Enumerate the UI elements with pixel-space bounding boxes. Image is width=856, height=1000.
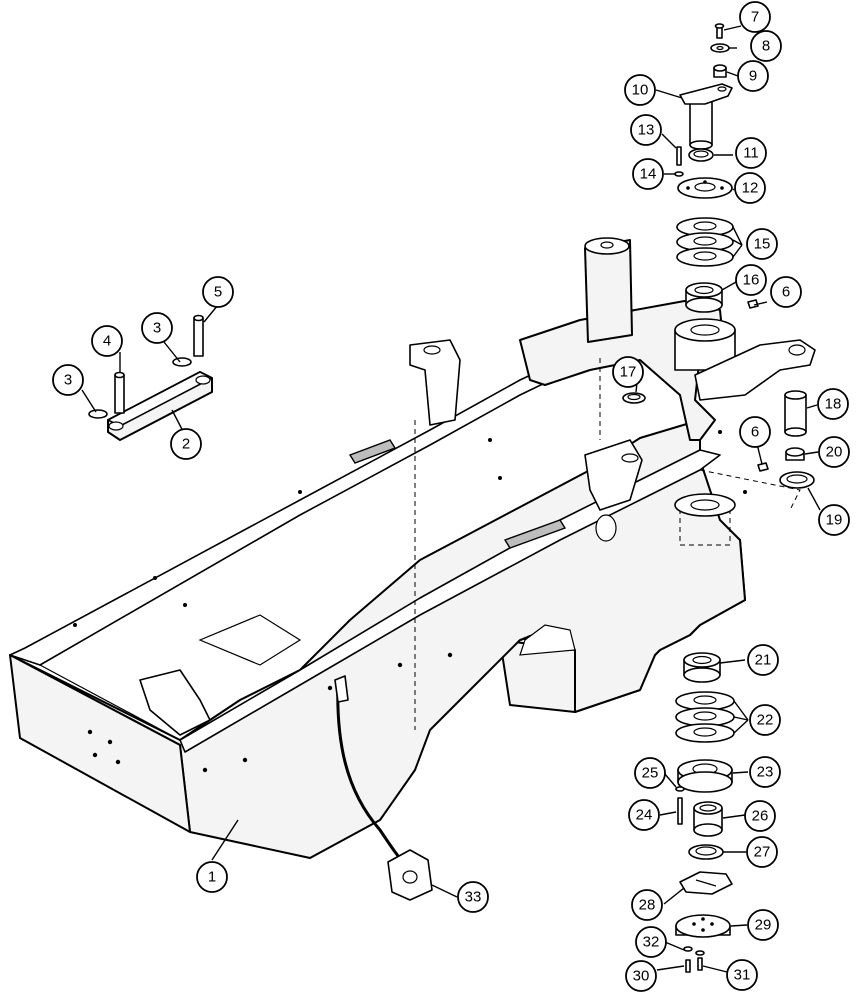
callout-3-left: 3 [52, 364, 84, 396]
svg-text:28: 28 [639, 897, 656, 914]
svg-text:27: 27 [754, 844, 771, 861]
svg-text:23: 23 [757, 764, 774, 781]
svg-text:32: 32 [643, 934, 660, 951]
callout-28: 28 [631, 889, 663, 921]
harness-bracket [387, 849, 433, 901]
svg-text:30: 30 [633, 968, 650, 985]
svg-text:26: 26 [752, 808, 769, 825]
callout-17: 17 [612, 356, 644, 388]
callout-4: 4 [91, 325, 123, 357]
callout-26: 26 [744, 800, 776, 832]
callout-27: 27 [746, 836, 778, 868]
side-parts [622, 390, 815, 489]
svg-text:9: 9 [749, 68, 757, 85]
svg-text:11: 11 [743, 145, 759, 162]
link-assembly [88, 314, 213, 441]
main-frame [9, 237, 816, 872]
svg-text:3: 3 [153, 320, 161, 337]
callout-7: 7 [739, 1, 771, 33]
svg-text:4: 4 [103, 333, 111, 350]
callout-23: 23 [749, 756, 781, 788]
callout-12: 12 [734, 172, 766, 204]
upper-pivot-stack [674, 23, 759, 313]
callout-2: 2 [170, 428, 202, 460]
svg-text:29: 29 [755, 917, 772, 934]
lower-pivot-stack [675, 652, 735, 973]
svg-text:13: 13 [638, 122, 655, 139]
svg-text:22: 22 [757, 712, 774, 729]
callout-3-right: 3 [141, 312, 173, 344]
callout-11: 11 [735, 137, 767, 169]
svg-text:18: 18 [825, 396, 842, 413]
callout-16: 16 [735, 264, 767, 296]
callout-14: 14 [632, 158, 664, 190]
svg-text:7: 7 [751, 9, 759, 26]
svg-text:2: 2 [182, 436, 190, 453]
callout-31: 31 [726, 959, 758, 991]
callout-25: 25 [634, 757, 666, 789]
callout-24: 24 [628, 799, 660, 831]
callout-15: 15 [746, 228, 778, 260]
callout-20: 20 [818, 436, 850, 468]
svg-text:21: 21 [755, 652, 772, 669]
svg-text:6: 6 [782, 284, 790, 301]
callout-10: 10 [624, 74, 656, 106]
callout-30: 30 [625, 960, 657, 992]
svg-text:25: 25 [642, 765, 659, 782]
svg-text:24: 24 [636, 807, 653, 824]
callout-6-upper: 6 [770, 276, 802, 308]
callout-8: 8 [750, 30, 782, 62]
callout-21: 21 [747, 644, 779, 676]
callout-22: 22 [749, 704, 781, 736]
callout-19: 19 [818, 504, 850, 536]
svg-text:5: 5 [214, 284, 222, 301]
svg-text:17: 17 [620, 364, 637, 381]
callout-1: 1 [196, 861, 228, 893]
callout-18: 18 [817, 388, 849, 420]
callout-6-lower: 6 [739, 416, 771, 448]
callout-9: 9 [737, 60, 769, 92]
svg-text:33: 33 [465, 889, 482, 906]
callout-5: 5 [202, 276, 234, 308]
callout-29: 29 [747, 909, 779, 941]
callout-13: 13 [630, 114, 662, 146]
svg-text:15: 15 [754, 236, 771, 253]
svg-text:1: 1 [208, 869, 216, 886]
callout-33: 33 [457, 881, 489, 913]
svg-text:10: 10 [632, 82, 649, 99]
svg-text:12: 12 [742, 180, 759, 197]
callout-32: 32 [635, 926, 667, 958]
svg-text:20: 20 [826, 444, 843, 461]
svg-text:16: 16 [743, 272, 760, 289]
svg-text:31: 31 [734, 967, 751, 984]
svg-text:6: 6 [751, 424, 759, 441]
svg-text:19: 19 [826, 512, 843, 529]
svg-text:14: 14 [640, 166, 657, 183]
svg-text:8: 8 [762, 38, 770, 55]
svg-text:3: 3 [64, 372, 72, 389]
